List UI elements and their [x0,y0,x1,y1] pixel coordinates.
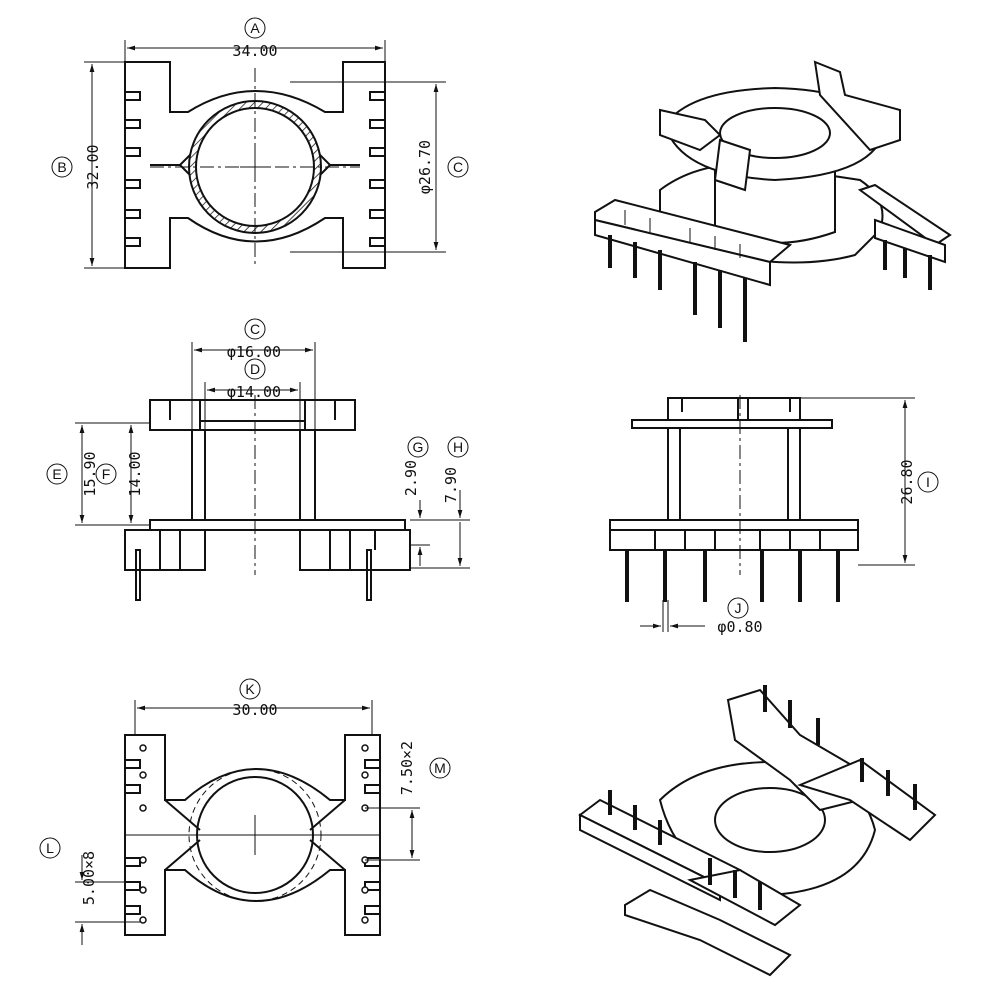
dim-H: 7.90 [442,467,460,503]
front-view: φ16.00 C φ14.00 D 15.90 E 14.00 F 2.90 G [46,318,470,601]
label-A: A [250,20,260,36]
dim-I: 26.80 [898,459,916,504]
label-C-side: C [250,321,260,337]
dim-K: 30.00 [232,701,277,719]
label-H: H [453,439,463,455]
label-C-top: C [453,159,463,175]
label-K: K [245,681,255,697]
label-I: I [926,474,930,490]
bottom-view: 30.00 K 5.00×8 L 7.50×2 M [39,678,451,945]
dim-B: 32.00 [84,144,102,189]
label-G: G [413,439,424,455]
label-L: L [46,840,54,856]
top-view: 34.00 A 32.00 B φ26.70 C [51,17,469,269]
label-B: B [57,159,66,175]
label-E: E [52,466,61,482]
dim-F: 14.00 [126,451,144,496]
label-M: M [434,760,446,776]
label-D: D [250,361,260,377]
dim-J: φ0.80 [717,618,762,636]
dim-C-side: φ16.00 [227,343,281,361]
label-J: J [735,600,742,616]
dim-G: 2.90 [402,460,420,496]
dim-A: 34.00 [232,42,277,60]
side-view: 26.80 I φ0.80 J [609,395,939,636]
dim-E: 15.90 [81,451,99,496]
dim-L: 5.00×8 [80,851,98,905]
iso-view-top [594,60,952,342]
iso-view-bottom [578,685,937,977]
dim-C-top: φ26.70 [416,140,434,194]
dim-M: 7.50×2 [398,741,416,795]
dim-D: φ14.00 [227,383,281,401]
label-F: F [102,466,111,482]
